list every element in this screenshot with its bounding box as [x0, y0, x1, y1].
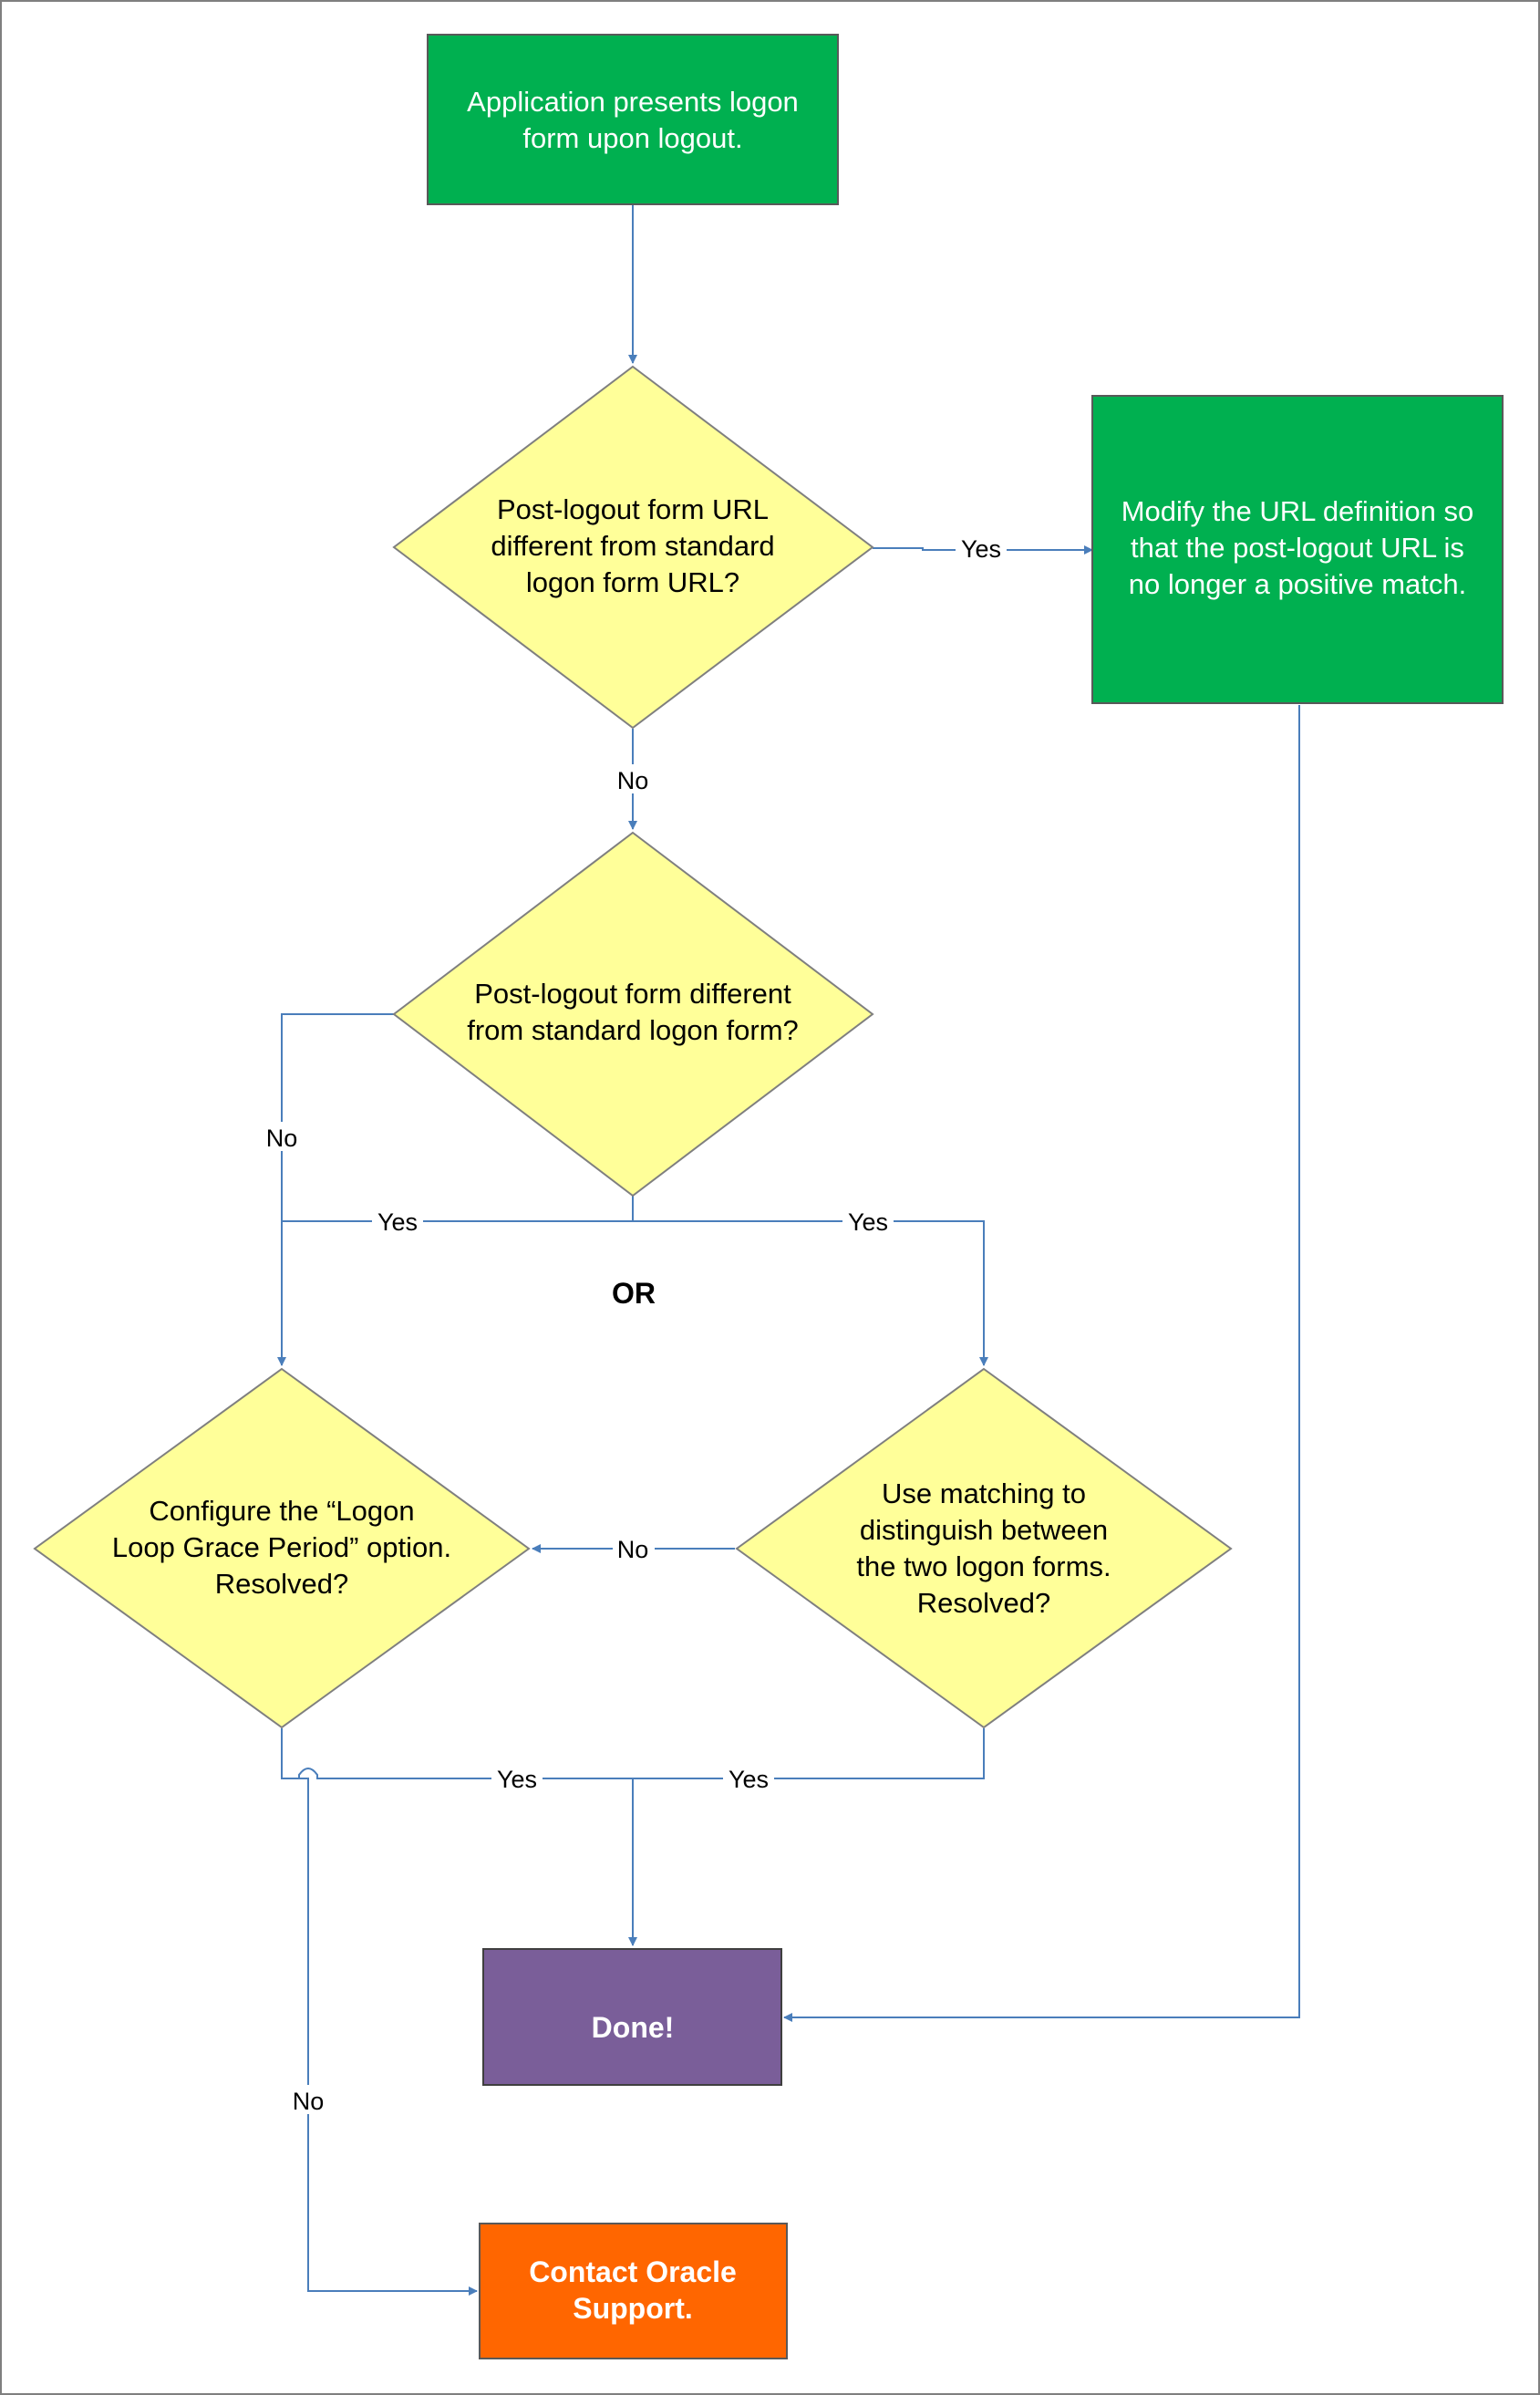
label-bg [491, 1765, 543, 1792]
node-text-line: logon form URL? [526, 566, 739, 598]
node-text-line: from standard logon form? [467, 1014, 799, 1046]
label-bg [613, 1535, 655, 1562]
edge-form-no-to-grace [277, 1013, 394, 1366]
node-text-line: form upon logout. [522, 122, 742, 154]
node-text-line: distinguish between [860, 1514, 1108, 1546]
node-form-decision: Post-logout form different from standard … [392, 831, 874, 1198]
node-text-line: Post-logout form different [474, 978, 791, 1010]
label-bg [613, 764, 655, 793]
node-match-decision-text: Use matching to distinguish between the tw… [856, 1477, 1111, 1619]
node-text-line: Contact Oracle [529, 2255, 737, 2288]
node-text-line: Post-logout form URL [497, 493, 769, 525]
edge-grace-no-to-support [282, 1778, 478, 2296]
node-modify-text: Modify the URL definition so that the pos… [1121, 495, 1474, 600]
node-form-decision-shape [392, 831, 874, 1198]
node-text-line: no longer a positive match. [1129, 568, 1467, 600]
node-text-line: Loop Grace Period” option. [112, 1531, 451, 1563]
node-done-box [482, 1948, 782, 2086]
label-yes-left: Yes [377, 1208, 418, 1236]
edge-form-yes-right [633, 1220, 988, 1366]
label-bg [262, 1122, 304, 1151]
node-text-line: Resolved? [917, 1587, 1050, 1619]
label-bg [723, 1765, 774, 1792]
node-text-line: Application presents logon [467, 86, 799, 118]
node-support-box [479, 2223, 788, 2359]
node-text-line: Configure the “Logon [149, 1495, 414, 1527]
label-no-url: No [617, 767, 649, 794]
label-yes-match: Yes [729, 1766, 769, 1793]
node-text-line: Resolved? [215, 1568, 348, 1600]
node-text-line: that the post-logout URL is [1131, 532, 1464, 564]
label-yes-grace: Yes [497, 1766, 537, 1793]
node-text-line: Use matching to [882, 1477, 1086, 1509]
node-match-decision: Use matching to distinguish between the tw… [735, 1367, 1233, 1729]
edge-resolved-yes-merge [281, 1728, 985, 1779]
node-text-line: Modify the URL definition so [1121, 495, 1474, 527]
node-url-decision-shape [392, 365, 874, 730]
node-text-line: Support. [573, 2292, 693, 2325]
node-url-decision: Post-logout form URL different from stand… [392, 365, 874, 730]
node-start-text: Application presents logon form upon logo… [467, 86, 799, 154]
edge-url-yes-to-modify [873, 545, 1093, 555]
node-text-line: different from standard [491, 530, 774, 562]
edge-form-yes-left [282, 1196, 634, 1222]
label-bg [288, 2085, 330, 2114]
node-match-decision-shape [735, 1367, 1233, 1729]
edge-modify-to-done [783, 705, 1300, 2022]
label-no-form: No [266, 1125, 298, 1152]
node-start-box [427, 34, 839, 205]
node-text-line: the two logon forms. [856, 1550, 1111, 1582]
label-no-match: No [617, 1536, 649, 1563]
node-url-decision-text: Post-logout form URL different from stand… [491, 493, 774, 598]
label-or: OR [612, 1277, 656, 1310]
label-yes-modify: Yes [961, 535, 1001, 563]
node-text-line: Done! [592, 2011, 675, 2044]
label-bg [956, 534, 1007, 563]
label-bg [842, 1208, 894, 1235]
label-yes-right: Yes [848, 1208, 888, 1236]
node-start: Application presents logon form upon logo… [427, 34, 839, 205]
node-grace-decision-shape [33, 1367, 531, 1729]
node-modify: Modify the URL definition so that the pos… [1091, 395, 1504, 704]
node-done-text: Done! [592, 2011, 675, 2044]
label-no-support: No [293, 2088, 325, 2115]
node-form-decision-text: Post-logout form different from standard … [467, 978, 799, 1046]
node-modify-box [1091, 395, 1504, 704]
label-bg [372, 1208, 423, 1235]
node-done: Done! [482, 1948, 782, 2086]
